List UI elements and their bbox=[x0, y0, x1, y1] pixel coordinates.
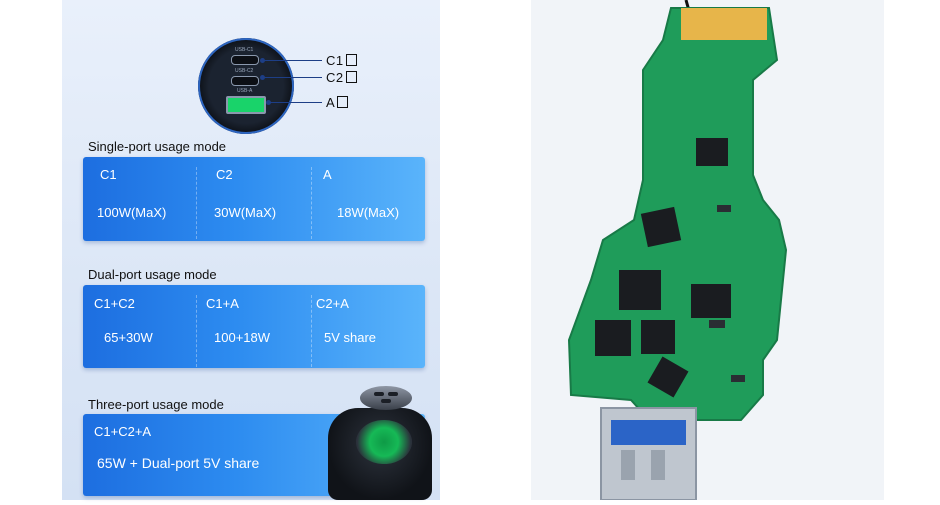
dual-port-title: Dual-port usage mode bbox=[88, 267, 217, 282]
pcb-photo bbox=[531, 0, 884, 501]
charger-top-port-icon bbox=[374, 392, 384, 396]
single-port-c2-power: 30W(MaX) bbox=[214, 205, 277, 220]
pcb-chip bbox=[696, 138, 728, 166]
usb-a-port-icon bbox=[226, 96, 266, 114]
charger-face-diagram: USB-C1 USB-C2 USB-A bbox=[198, 38, 294, 134]
usb-a-contact bbox=[621, 450, 635, 480]
usb-a-contact bbox=[651, 450, 665, 480]
three-port-combo-label: C1+C2+A bbox=[94, 424, 152, 439]
port-tag-a: USB-A bbox=[237, 88, 253, 94]
card-divider bbox=[196, 295, 197, 367]
port-label-a: A bbox=[326, 95, 349, 110]
pcb-edge-contact bbox=[681, 8, 767, 40]
three-port-title: Three-port usage mode bbox=[88, 397, 224, 412]
card-divider bbox=[311, 167, 312, 239]
dual-port-c1c2-power: 65+30W bbox=[104, 330, 153, 345]
charger-top-port-icon bbox=[381, 399, 391, 403]
pcb-chip bbox=[640, 206, 682, 248]
port-label-c2: C2 bbox=[326, 70, 357, 85]
single-port-c1-label: C1 bbox=[100, 167, 117, 182]
pcb-chip bbox=[595, 320, 631, 356]
charger-top-port-icon bbox=[388, 392, 398, 396]
single-port-card: C1 C2 A 100W(MaX) 30W(MaX) 18W(MaX) bbox=[83, 157, 425, 241]
leader-line-c2 bbox=[262, 77, 322, 78]
dual-port-c1c2-label: C1+C2 bbox=[94, 296, 135, 311]
single-port-c2-label: C2 bbox=[216, 167, 233, 182]
usb-a-tongue bbox=[611, 420, 686, 445]
missing-glyph-box-icon bbox=[345, 71, 357, 83]
missing-glyph-box-icon bbox=[345, 54, 357, 66]
usb-c1-port-icon bbox=[231, 55, 259, 65]
single-port-c1-power: 100W(MaX) bbox=[97, 205, 167, 220]
leader-dot-a bbox=[266, 100, 271, 105]
dual-port-c1a-label: C1+A bbox=[206, 296, 239, 311]
port-tag-c1: USB-C1 bbox=[235, 47, 254, 53]
port-label-c1: C1 bbox=[326, 53, 357, 68]
pcb-chip bbox=[619, 270, 661, 310]
charger-top-photo bbox=[360, 386, 412, 410]
card-divider bbox=[196, 167, 197, 239]
dual-port-c2a-power: 5V share bbox=[324, 330, 377, 345]
usb-c2-port-icon bbox=[231, 76, 259, 86]
car-charger-port-ring bbox=[356, 420, 412, 464]
pcb-board-illustration bbox=[567, 0, 788, 501]
leader-dot-c1 bbox=[260, 58, 265, 63]
pcb-component bbox=[709, 320, 725, 328]
dual-port-card: C1+C2 C1+A C2+A 65+30W 100+18W 5V share bbox=[83, 285, 425, 368]
pcb-chip bbox=[641, 320, 675, 354]
dual-port-c2a-label: C2+A bbox=[316, 296, 349, 311]
pcb-chip bbox=[647, 356, 689, 398]
leader-line-c1 bbox=[262, 60, 322, 61]
leader-line-a bbox=[268, 102, 322, 103]
leader-dot-c2 bbox=[260, 75, 265, 80]
single-port-title: Single-port usage mode bbox=[88, 139, 227, 154]
missing-glyph-box-icon bbox=[337, 96, 349, 108]
single-port-a-power: 18W(MaX) bbox=[337, 205, 400, 220]
three-port-power: 65W + Dual-port 5V share bbox=[97, 455, 260, 471]
card-divider bbox=[311, 295, 312, 367]
pcb-component bbox=[731, 375, 745, 382]
port-tag-c2: USB-C2 bbox=[235, 68, 254, 74]
dual-port-c1a-power: 100+18W bbox=[214, 330, 271, 345]
pcb-chip bbox=[691, 284, 731, 318]
single-port-a-label: A bbox=[323, 167, 332, 182]
pcb-board bbox=[567, 7, 788, 421]
pcb-component bbox=[717, 205, 731, 212]
